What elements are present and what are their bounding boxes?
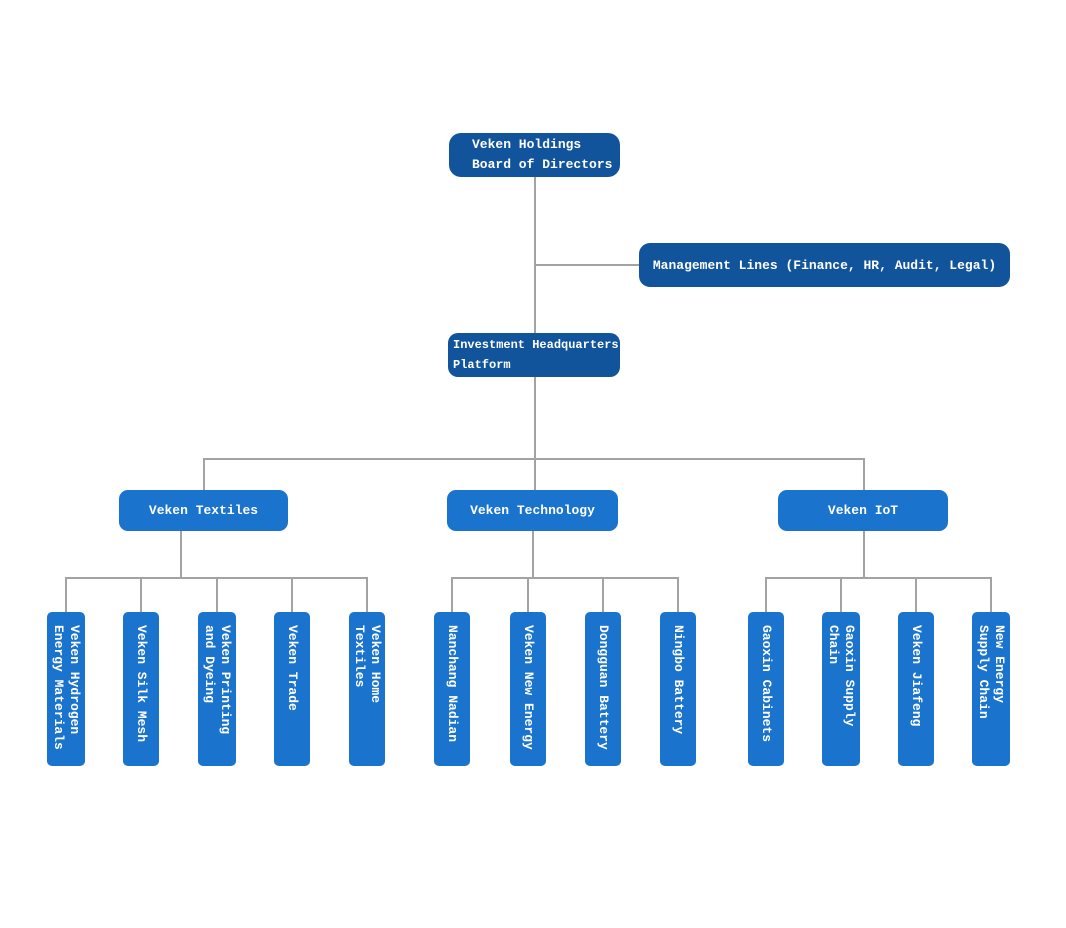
org-node-label: Gaoxin Cabinets <box>759 625 774 743</box>
connector-drop-leaf <box>990 577 992 612</box>
org-node-veken-textiles: Veken Textiles <box>119 490 288 531</box>
org-node-label: Veken Silk Mesh <box>134 625 149 743</box>
org-node-veken-jiafeng: Veken Jiafeng <box>898 612 934 766</box>
connector-drop-leaf <box>602 577 604 612</box>
org-node-gaoxin-supply-chain: Gaoxin Supply Chain <box>822 612 860 766</box>
org-node-label: Dongguan Battery <box>596 625 611 750</box>
connector-iot-bus <box>765 577 992 579</box>
org-node-veken-new-energy: Veken New Energy <box>510 612 546 766</box>
org-node-label: Ningbo Battery <box>671 625 686 735</box>
org-node-management-lines: Management Lines (Finance, HR, Audit, Le… <box>639 243 1010 287</box>
connector-drop-leaf <box>765 577 767 612</box>
connector-drop-leaf <box>677 577 679 612</box>
connector-groups-bus <box>203 458 865 460</box>
org-node-label: Veken Jiafeng <box>909 625 924 727</box>
connector-drop-leaf <box>366 577 368 612</box>
org-node-veken-iot: Veken IoT <box>778 490 948 531</box>
org-node-label: Veken New Energy <box>521 625 536 750</box>
org-node-board-of-directors: Veken Holdings Board of Directors <box>449 133 620 177</box>
connector-drop-leaf <box>140 577 142 612</box>
org-node-ningbo-battery: Ningbo Battery <box>660 612 696 766</box>
org-node-veken-silk-mesh: Veken Silk Mesh <box>123 612 159 766</box>
connector-drop-leaf <box>840 577 842 612</box>
connector-technology-bus <box>451 577 679 579</box>
org-node-label: Gaoxin Supply Chain <box>826 625 857 727</box>
org-node-nanchang-nadian: Nanchang Nadian <box>434 612 470 766</box>
org-node-label: Veken Trade <box>285 625 300 711</box>
connector-textiles-trunk <box>180 531 182 579</box>
connector-drop-leaf <box>65 577 67 612</box>
org-node-veken-home-textiles: Veken Home Textiles <box>349 612 385 766</box>
org-node-veken-printing-and-dyeing: Veken Printing and Dyeing <box>198 612 236 766</box>
connector-drop-leaf <box>291 577 293 612</box>
connector-technology-trunk <box>532 531 534 578</box>
connector-drop-leaf <box>451 577 453 612</box>
connector-drop-leaf <box>216 577 218 612</box>
org-node-gaoxin-cabinets: Gaoxin Cabinets <box>748 612 784 766</box>
connector-drop-leaf <box>915 577 917 612</box>
org-node-veken-technology: Veken Technology <box>447 490 618 531</box>
org-node-label: Veken Printing and Dyeing <box>202 625 233 735</box>
connector-management-branch <box>534 264 639 266</box>
org-node-label: New Energy Supply Chain <box>976 625 1007 719</box>
org-node-veken-trade: Veken Trade <box>274 612 310 766</box>
org-node-label: Veken Home Textiles <box>352 625 383 704</box>
org-node-label: Veken Hydrogen Energy Materials <box>51 625 82 750</box>
connector-drop-textiles <box>203 458 205 490</box>
org-node-investment-headquarters-platform: Investment Headquarters Platform <box>448 333 620 377</box>
connector-board-platform <box>534 175 536 334</box>
connector-drop-leaf <box>527 577 529 612</box>
org-node-veken-hydrogen-energy-materials: Veken Hydrogen Energy Materials <box>47 612 85 766</box>
org-node-new-energy-supply-chain: New Energy Supply Chain <box>972 612 1010 766</box>
connector-iot-trunk <box>863 531 865 578</box>
connector-platform-trunk <box>534 377 536 490</box>
org-node-dongguan-battery: Dongguan Battery <box>585 612 621 766</box>
org-node-label: Nanchang Nadian <box>445 625 460 743</box>
connector-drop-iot <box>863 458 865 491</box>
